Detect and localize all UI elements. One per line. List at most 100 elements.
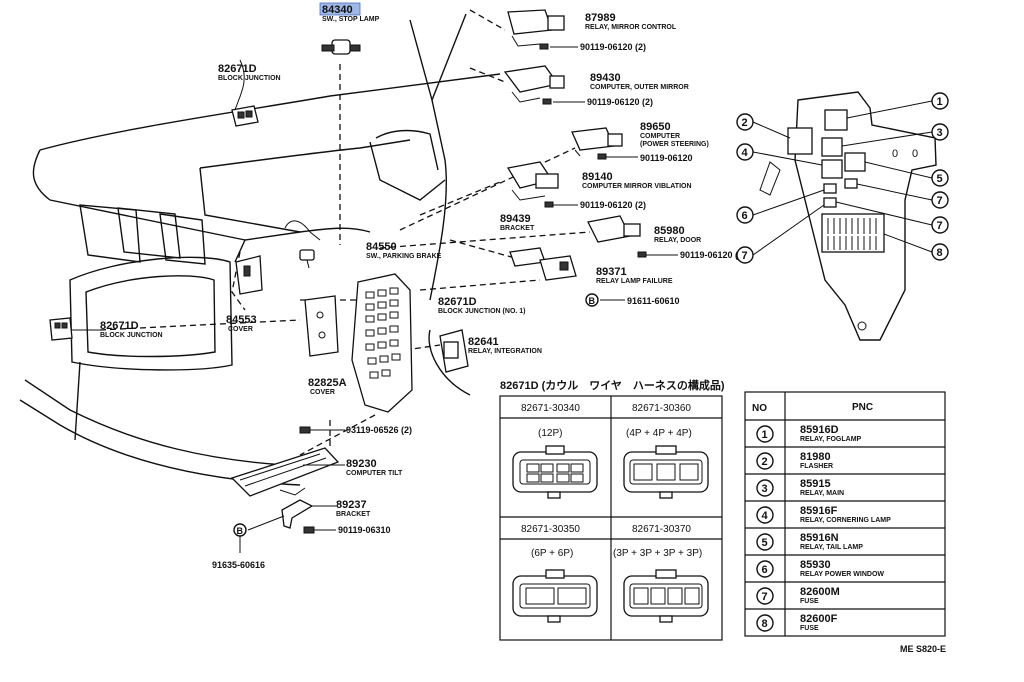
callout-89430-bolt[interactable]: 90119-06120 (2)	[587, 97, 653, 107]
callout-82671d-left-pn[interactable]: 82671D	[100, 320, 139, 332]
leader-lines	[99, 9, 591, 456]
callout-89237-pn[interactable]: 89237	[336, 499, 367, 511]
connector-pn-3[interactable]: 82671-30350	[521, 524, 580, 535]
callout-91635-pn[interactable]: 91635-60616	[212, 560, 265, 570]
callout-84553-pn[interactable]: 84553	[226, 314, 257, 326]
pnc-header-no: NO	[752, 403, 767, 414]
cover-82825a-sketch	[304, 295, 339, 357]
callout-82671d-no1-pn[interactable]: 82671D	[438, 296, 477, 308]
callout-89140-pn[interactable]: 89140	[582, 171, 613, 183]
svg-text:81980: 81980	[800, 451, 831, 463]
pnc-row-6[interactable]: 6 85930 RELAY POWER WINDOW	[756, 559, 884, 578]
pnc-row-4[interactable]: 4 85916F RELAY, CORNERING LAMP	[756, 505, 891, 524]
callout-89650-desc: COMPUTER	[640, 133, 680, 140]
svg-text:85916N: 85916N	[800, 532, 839, 544]
callout-82671d-no1-desc: BLOCK JUNCTION (NO. 1)	[438, 308, 526, 315]
callout-89371-pn[interactable]: 89371	[596, 266, 627, 278]
callout-82671d-top-desc: BLOCK JUNCTION	[218, 75, 281, 82]
connector-4p4p4p-icon	[623, 445, 709, 499]
svg-text:7: 7	[762, 591, 768, 603]
pnc-row-7[interactable]: 7 82600M FUSE	[756, 586, 840, 605]
connector-pins-1: (12P)	[538, 428, 562, 439]
pnc-row-8[interactable]: 8 82600F FUSE	[756, 613, 838, 632]
pnc-row-5[interactable]: 5 85916N RELAY, TAIL LAMP	[756, 532, 863, 551]
callout-90119-06310-pn[interactable]: 90119-06310	[338, 525, 391, 535]
svg-text:1: 1	[937, 96, 943, 108]
marker-4[interactable]: 4	[736, 143, 754, 161]
callout-89430-pn[interactable]: 89430	[590, 72, 621, 84]
bracket-89237-sketch	[281, 499, 314, 529]
screw-93119-sketch	[299, 426, 318, 434]
pnc-row-2[interactable]: 2 81980 FLASHER	[756, 451, 833, 470]
callout-89439-pn[interactable]: 89439	[500, 213, 531, 225]
callout-85980-pn[interactable]: 85980	[654, 225, 685, 237]
callout-82671d-left-desc: BLOCK JUNCTION	[100, 332, 163, 339]
callout-89230-pn[interactable]: 89230	[346, 458, 377, 470]
part-sketches	[49, 9, 678, 553]
callout-82671d-top-pn[interactable]: 82671D	[218, 63, 257, 75]
svg-text:4: 4	[742, 147, 749, 159]
svg-text:2: 2	[742, 117, 748, 129]
marker-6[interactable]: 6	[736, 206, 754, 224]
connector-table-caption: 82671D (カウル ワイヤ ハーネスの構成品)	[500, 378, 725, 392]
marker-8[interactable]: 8	[931, 243, 949, 261]
marker-7a[interactable]: 7	[931, 191, 949, 209]
svg-text:FLASHER: FLASHER	[800, 463, 833, 470]
callout-89140-bolt[interactable]: 90119-06120 (2)	[580, 200, 646, 210]
callout-82641-desc: RELAY, INTEGRATION	[468, 348, 542, 355]
callout-87989-pn[interactable]: 87989	[585, 12, 616, 24]
callout-84550-desc: SW., PARKING BRAKE	[366, 253, 442, 260]
pnc-row-1[interactable]: 1 85916D RELAY, FOGLAMP	[756, 424, 862, 443]
callout-85980-desc: RELAY, DOOR	[654, 237, 701, 244]
block-junction-no1-sketch	[351, 273, 413, 413]
callout-84550-pn[interactable]: 84550	[366, 241, 397, 253]
callout-84553-desc: COVER	[228, 326, 253, 333]
callout-84340-desc: SW., STOP LAMP	[322, 16, 380, 23]
callout-91611-pn[interactable]: 91611-60610	[627, 296, 680, 306]
marker-2[interactable]: 2	[736, 113, 754, 131]
svg-text:6: 6	[762, 564, 768, 576]
callout-89650-bolt[interactable]: 90119-06120	[640, 153, 693, 163]
connector-6p6p-icon	[512, 569, 598, 623]
mirror-vibration-computer-sketch	[506, 161, 559, 201]
marker-1[interactable]: 1	[931, 92, 949, 110]
callout-89140-desc: COMPUTER MIRROR VIBLATION	[582, 183, 692, 190]
marker-7b[interactable]: 7	[931, 216, 949, 234]
callout-82641-pn[interactable]: 82641	[468, 336, 499, 348]
pnc-header-pnc: PNC	[852, 402, 873, 413]
connector-pins-4: (3P + 3P + 3P + 3P)	[613, 548, 702, 559]
svg-text:RELAY, MAIN: RELAY, MAIN	[800, 490, 844, 497]
connector-pn-2[interactable]: 82671-30360	[632, 403, 691, 414]
callout-89650-pn[interactable]: 89650	[640, 121, 671, 133]
tilt-computer-sketch	[230, 447, 340, 497]
integration-relay-sketch	[439, 329, 469, 373]
callout-labels: 84340 SW., STOP LAMP 87989 RELAY, MIRROR…	[100, 2, 746, 570]
connector-pn-1[interactable]: 82671-30340	[521, 403, 580, 414]
svg-text:8: 8	[762, 618, 768, 630]
svg-text:4: 4	[762, 510, 769, 522]
svg-text:FUSE: FUSE	[800, 625, 819, 632]
svg-text:82600M: 82600M	[800, 586, 840, 598]
connector-table: 82671D (カウル ワイヤ ハーネスの構成品) 82671-30340 82…	[499, 378, 725, 641]
svg-text:7: 7	[742, 250, 748, 262]
callout-82825a-pn[interactable]: 82825A	[308, 377, 347, 389]
callout-89650-desc2: (POWER STEERING)	[640, 141, 709, 148]
pnc-row-3[interactable]: 3 85915 RELAY, MAIN	[756, 478, 844, 497]
lamp-failure-relay-sketch	[509, 247, 577, 281]
door-relay-sketch	[587, 215, 641, 243]
marker-5[interactable]: 5	[931, 169, 949, 187]
connector-pn-4[interactable]: 82671-30370	[632, 524, 691, 535]
marker-3[interactable]: 3	[931, 123, 949, 141]
block-junction-top-sketch	[231, 105, 259, 127]
callout-85980-bolt[interactable]: 90119-06120 (2)	[680, 250, 746, 260]
connector-pins-3: (6P + 6P)	[531, 548, 573, 559]
figure-code: ME S820-E	[900, 644, 946, 654]
callout-93119-pn[interactable]: 93119-06526 (2)	[346, 425, 412, 435]
callout-87989-bolt[interactable]: 90119-06120 (2)	[580, 42, 646, 52]
callout-89230-desc: COMPUTER TILT	[346, 470, 403, 477]
svg-text:85916F: 85916F	[800, 505, 838, 517]
marker-7c[interactable]: 7	[736, 246, 754, 264]
callout-82825a-desc: COVER	[310, 389, 335, 396]
svg-text:RELAY, CORNERING LAMP: RELAY, CORNERING LAMP	[800, 517, 891, 524]
callout-84340-pn[interactable]: 84340	[322, 4, 353, 16]
